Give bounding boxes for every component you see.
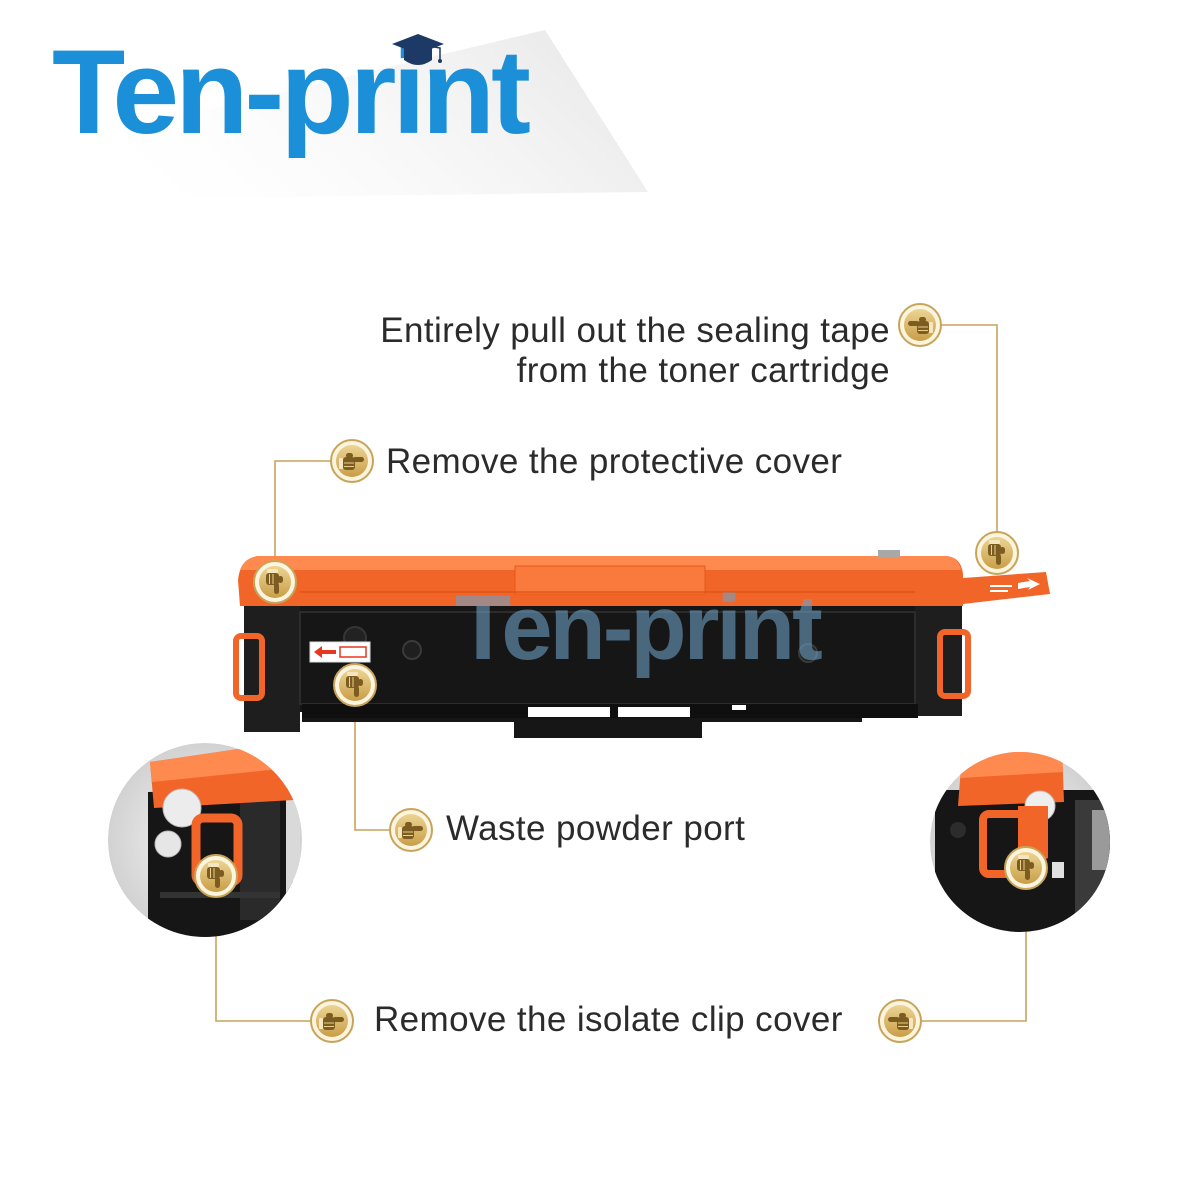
pointing-hand-icon [310, 999, 354, 1043]
cartridge-slot [618, 707, 690, 717]
callout-lines [215, 324, 1027, 1022]
callout-line-protective-cover [274, 460, 332, 562]
right-clip-closeup-photo [930, 752, 1110, 932]
pointing-hand-icon [253, 560, 297, 604]
toner-cartridge [233, 550, 1050, 738]
cartridge-left-end [244, 600, 300, 732]
cartridge-slot [528, 707, 610, 717]
callout-line-left-clip [215, 896, 312, 1022]
graduation-cap-icon [392, 34, 444, 65]
callout-line-waste-port [354, 705, 391, 831]
watermark: Ten-print [455, 577, 823, 679]
pointing-hand-icon [194, 854, 238, 898]
left-clip-closeup-photo [108, 743, 302, 937]
white-knob [162, 788, 202, 828]
pointing-hand-icon [1004, 846, 1048, 890]
pointing-hand-icon [878, 999, 922, 1043]
callout-protective-cover: Remove the protective cover [386, 442, 843, 481]
callout-waste-powder-port: Waste powder port [446, 809, 746, 848]
sealing-tape-pull-tab [963, 572, 1050, 604]
cartridge-screw [798, 643, 818, 663]
right-isolate-clip [937, 629, 971, 699]
white-knob [154, 830, 182, 858]
left-isolate-clip [233, 633, 265, 701]
protective-cover-top [240, 556, 961, 570]
callout-line-right-clip [921, 888, 1027, 1022]
pointing-hand-icon [389, 808, 433, 852]
pointing-hand-icon [898, 303, 942, 347]
callout-isolate-clip-cover: Remove the isolate clip cover [374, 1000, 843, 1039]
warning-sticker [309, 641, 371, 663]
callout-sealing-tape-line1: Entirely pull out the sealing tape [380, 311, 890, 350]
callout-sealing-tape-line2: from the toner cartridge [516, 351, 890, 390]
callout-sealing-tape: Entirely pull out the sealing tape from … [380, 311, 890, 391]
callout-line-sealing-tape [941, 324, 998, 533]
cartridge-slot [732, 705, 746, 710]
logo-shadow [38, 30, 648, 200]
pointing-hand-icon [333, 663, 377, 707]
cartridge-top-tab [878, 550, 900, 558]
pointing-hand-icon [975, 531, 1019, 575]
pointing-hand-icon [330, 439, 374, 483]
protective-cover-grip [514, 565, 706, 595]
brand-logo: Ten-print [52, 25, 531, 159]
cartridge-screw [402, 640, 422, 660]
